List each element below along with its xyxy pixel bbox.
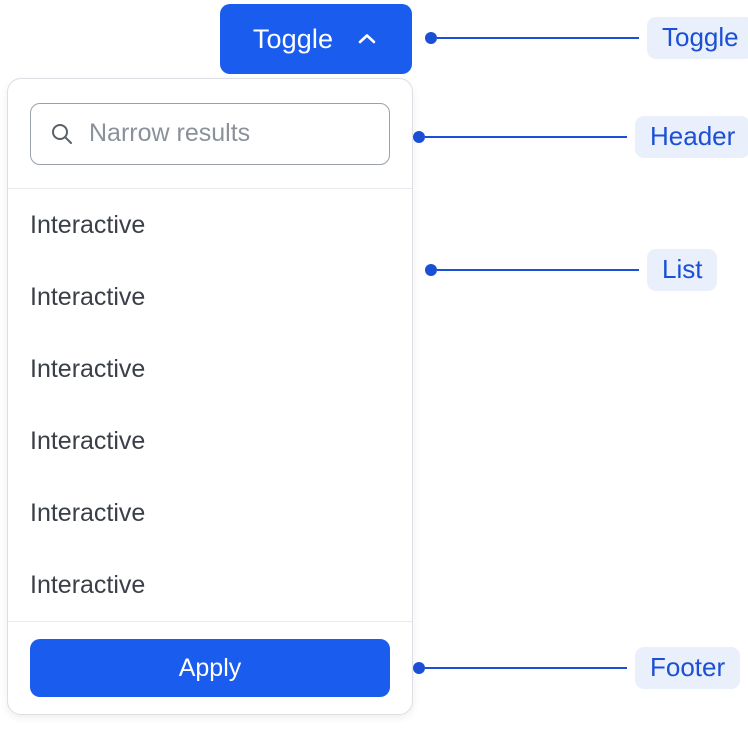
annotation-dot-icon [413,662,425,674]
panel-list: Interactive Interactive Interactive Inte… [8,189,412,621]
annotation-dot-icon [413,131,425,143]
list-item[interactable]: Interactive [8,549,412,621]
list-item[interactable]: Interactive [8,189,412,261]
annotation-label: Header [635,116,748,158]
search-input[interactable] [89,119,371,148]
annotation-leader-line [425,666,627,670]
dropdown-panel: Interactive Interactive Interactive Inte… [7,78,413,715]
list-item-label: Interactive [30,210,146,239]
chevron-up-icon [355,27,379,51]
apply-button[interactable]: Apply [30,639,390,697]
annotation-dot-icon [425,264,437,276]
annotation-leader-line [437,36,639,40]
list-item[interactable]: Interactive [8,405,412,477]
search-icon [49,121,75,147]
panel-header [8,79,412,189]
list-item[interactable]: Interactive [8,477,412,549]
annotation-label: Footer [635,647,741,689]
list-item-label: Interactive [30,282,146,311]
toggle-button[interactable]: Toggle [220,4,412,74]
list-item[interactable]: Interactive [8,261,412,333]
annotation-label: List [647,249,718,291]
annotation-label: Toggle [647,17,748,59]
annotation-leader-line [437,268,639,272]
search-field[interactable] [30,102,390,165]
annotation-leader-line [425,135,627,139]
list-item-label: Interactive [30,570,146,599]
list-item[interactable]: Interactive [8,333,412,405]
toggle-button-label: Toggle [252,23,334,54]
annotation-dot-icon [425,32,437,44]
list-item-label: Interactive [30,498,146,527]
panel-footer: Apply [8,621,412,714]
list-item-label: Interactive [30,426,146,455]
list-item-label: Interactive [30,354,146,383]
